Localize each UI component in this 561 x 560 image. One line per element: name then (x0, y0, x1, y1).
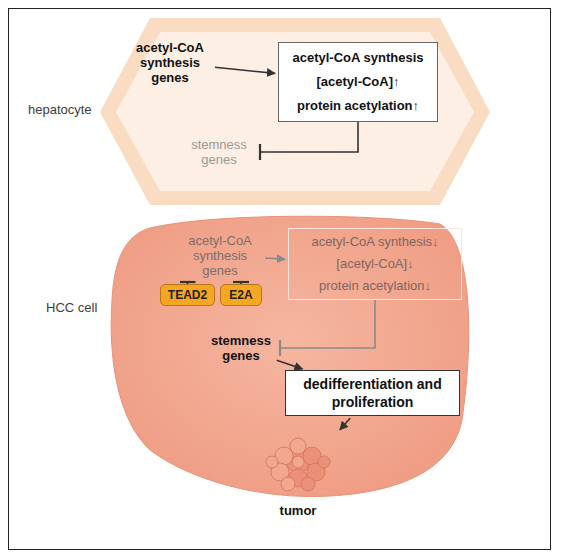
gene-text-node: acetyl-CoA synthesis genes (128, 40, 212, 85)
tumor-label: tumor (258, 503, 338, 518)
factor-name: TEAD2 (168, 288, 207, 302)
gene-text: stemness genes (184, 137, 254, 167)
process-box: acetyl-CoA synthesis↓[acetyl-CoA]↓protei… (288, 228, 462, 300)
gene-text-node: stemness genes (208, 333, 274, 363)
box-text: acetyl-CoA synthesis (292, 46, 423, 70)
gene-text: stemness genes (208, 333, 274, 363)
cell-label: HCC cell (46, 300, 97, 315)
gene-text: acetyl-CoA synthesis genes (178, 233, 262, 278)
gene-text-node: acetyl-CoA synthesis genes (178, 233, 262, 278)
process-box: acetyl-CoA synthesis[acetyl-CoA]↑protein… (278, 42, 438, 122)
factor-box: E2A (220, 284, 262, 306)
box-text: [acetyl-CoA]↓ (336, 253, 413, 275)
box-text: protein acetylation↓ (319, 275, 431, 297)
gene-text-node: stemness genes (184, 137, 254, 167)
box-text: protein acetylation↑ (297, 94, 419, 118)
box-text: dedifferentiation and proliferation (286, 375, 459, 411)
factor-box: TEAD2 (160, 284, 215, 306)
box-text: acetyl-CoA synthesis↓ (311, 231, 438, 253)
tumor-node: tumor (258, 432, 338, 522)
box-text: [acetyl-CoA]↑ (316, 70, 399, 94)
gene-text: acetyl-CoA synthesis genes (128, 40, 212, 85)
cell-shape: hepatocyteacetyl-CoA synthesis genesacet… (100, 18, 490, 205)
factor-name: E2A (229, 288, 252, 302)
cell-label: hepatocyte (28, 102, 92, 117)
outcome-box: dedifferentiation and proliferation (285, 370, 460, 416)
